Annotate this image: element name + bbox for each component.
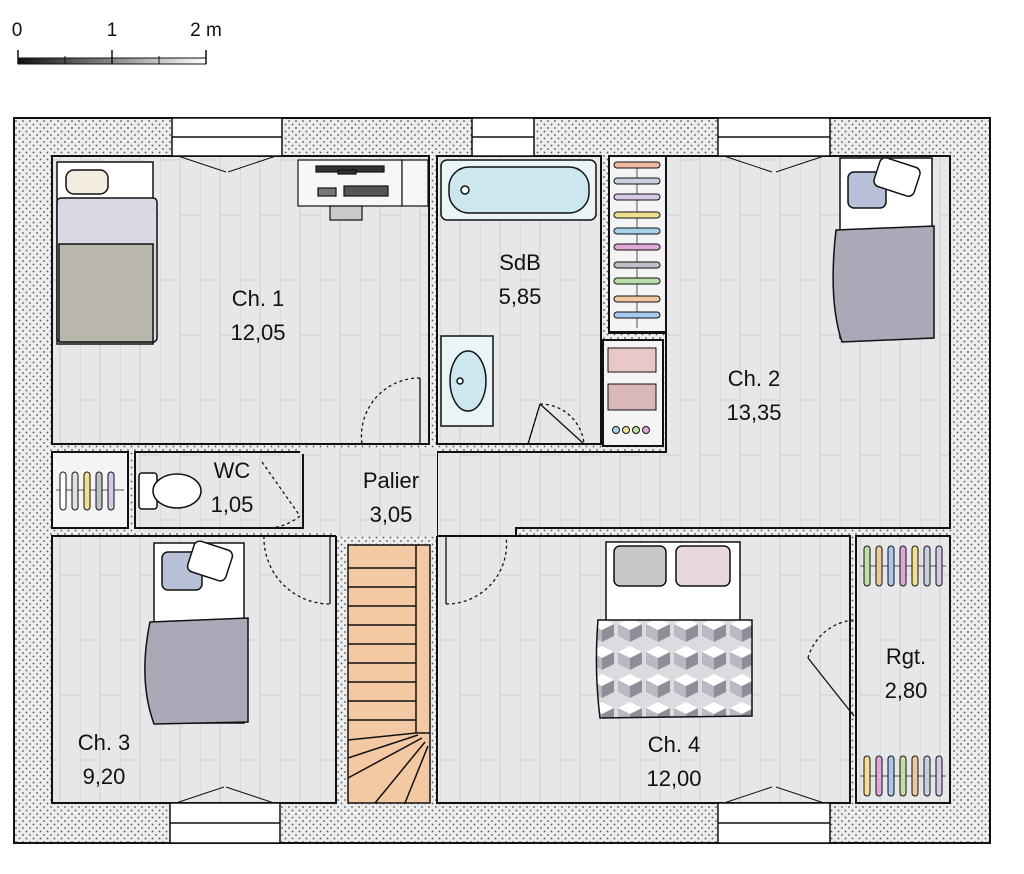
palier-opening	[336, 448, 437, 536]
bed-ch1	[56, 161, 158, 345]
label-ch1-name: Ch. 1	[232, 286, 285, 311]
door-ch4	[445, 535, 508, 605]
label-ch3-area: 9,20	[83, 764, 126, 789]
staircase	[347, 544, 431, 804]
label-ch4-name: Ch. 4	[648, 732, 701, 757]
desk	[297, 159, 429, 221]
label-rgt-area: 2,80	[885, 678, 928, 703]
label-palier-area: 3,05	[370, 502, 413, 527]
label-palier-name: Palier	[363, 468, 419, 493]
scale-tick-0: 0	[12, 20, 23, 41]
scale-bar: 0 1 2 m	[12, 20, 222, 65]
label-sdb-name: SdB	[499, 250, 541, 275]
windows	[169, 117, 831, 844]
door-ch1	[360, 377, 421, 445]
door-ch3	[263, 535, 331, 605]
label-ch2-name: Ch. 2	[728, 366, 781, 391]
shelf-rgt-bottom	[860, 755, 946, 797]
label-ch1-area: 12,05	[230, 320, 285, 345]
bed-ch4	[595, 541, 753, 719]
label-wc-area: 1,05	[211, 492, 254, 517]
bathtub	[440, 159, 597, 221]
bed-ch3	[144, 540, 249, 725]
wardrobe-ch2	[613, 161, 661, 328]
scale-tick-1: 1	[107, 20, 118, 41]
label-rgt-name: Rgt.	[886, 644, 926, 669]
scale-tick-2: 2 m	[190, 20, 222, 41]
bed-ch2	[832, 157, 935, 343]
room-labels: Ch. 1 12,05 SdB 5,85 Ch. 2 13,35 WC 1,05…	[78, 250, 928, 791]
toilet	[138, 472, 202, 510]
door-rgt	[807, 619, 855, 659]
shelf-ch3	[56, 471, 124, 511]
cabinet-ch2	[607, 347, 657, 434]
label-sdb-area: 5,85	[499, 284, 542, 309]
label-ch4-area: 12,00	[646, 766, 701, 791]
label-ch3-name: Ch. 3	[78, 730, 131, 755]
door-wc	[261, 461, 301, 529]
label-wc-name: WC	[214, 458, 251, 483]
palier-opening-2	[300, 448, 340, 454]
doors	[261, 377, 855, 717]
label-ch2-area: 13,35	[726, 400, 781, 425]
window-sashes	[175, 155, 825, 804]
sink	[440, 335, 494, 427]
shelf-rgt-top	[860, 545, 946, 587]
